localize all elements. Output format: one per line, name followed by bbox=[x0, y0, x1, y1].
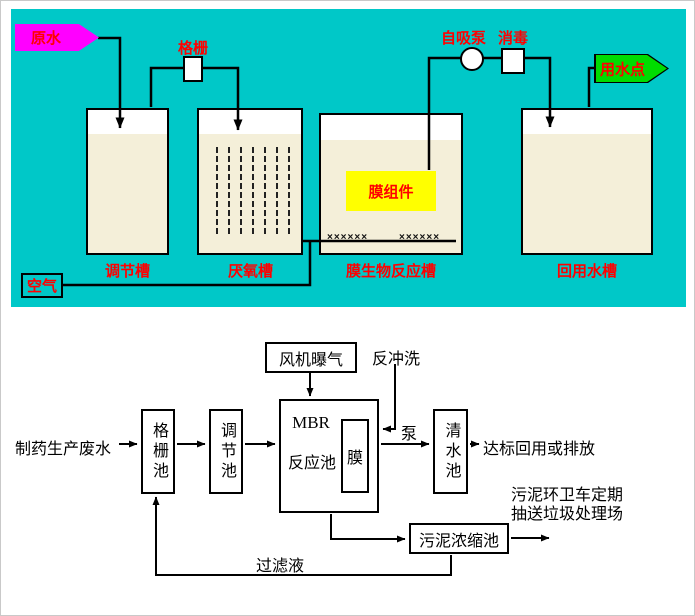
arrow-mbr-to-sludge-tank bbox=[330, 514, 406, 543]
aeration-blower-box: 风机曝气 bbox=[265, 342, 357, 373]
pump-icon bbox=[460, 47, 484, 71]
membrane-module-box: 膜组件 bbox=[346, 171, 436, 211]
clean-water-tank-label: 清水池 bbox=[442, 421, 460, 482]
membrane-unit-label: 膜 bbox=[346, 450, 363, 467]
pump-label: 泵 bbox=[401, 426, 418, 443]
water-use-point-label: 用水点 bbox=[600, 61, 646, 78]
raw-water-banner: 原水 bbox=[15, 24, 99, 51]
anaerobic-media-icon bbox=[211, 144, 290, 237]
tank-label-regulating: 调节槽 bbox=[105, 263, 151, 280]
air-supply-box: 空气 bbox=[21, 273, 63, 298]
mbr-title: MBR bbox=[292, 413, 330, 432]
backwash-label: 反冲洗 bbox=[372, 351, 421, 368]
mbr-reactor-box: MBR 反应池 膜 bbox=[279, 399, 379, 513]
effluent-label: 达标回用或排放 bbox=[483, 441, 596, 458]
diffuser-marks-icon: ×××××× bbox=[399, 232, 441, 243]
tank-label-mbr: 膜生物反应槽 bbox=[346, 263, 437, 280]
sludge-thickening-tank-box: 污泥浓缩池 bbox=[409, 523, 509, 554]
air-label: 空气 bbox=[26, 278, 57, 295]
diffuser-marks-icon: ×××××× bbox=[327, 232, 369, 243]
membrane-unit-box: 膜 bbox=[341, 419, 369, 493]
arrow-backwash-to-membrane bbox=[382, 364, 396, 433]
reuse-water-tank-vessel bbox=[521, 108, 653, 255]
screen-label: 格栅 bbox=[178, 40, 209, 57]
regulating-tank-box: 调节池 bbox=[209, 409, 243, 494]
regulating-tank-vessel bbox=[86, 108, 169, 255]
disinfection-icon bbox=[501, 48, 525, 74]
sludge-thickening-tank-label: 污泥浓缩池 bbox=[418, 532, 499, 550]
regulating-tank-label: 调节池 bbox=[218, 421, 235, 482]
tank-label-reuse: 回用水槽 bbox=[557, 263, 618, 280]
water-use-point-banner: 用水点 bbox=[594, 54, 669, 83]
raw-water-label: 原水 bbox=[31, 30, 62, 47]
mbr-subtitle: 反应池 bbox=[287, 455, 336, 472]
reuse-water-tank-liquid bbox=[523, 134, 651, 253]
aeration-blower-label: 风机曝气 bbox=[278, 351, 343, 369]
clean-water-tank-box: 清水池 bbox=[433, 409, 468, 494]
regulating-tank-liquid bbox=[88, 134, 167, 253]
filtrate-label: 过滤液 bbox=[256, 558, 305, 575]
screen-tank-box: 格栅池 bbox=[141, 409, 175, 494]
tank-label-anaerobic: 厌氧槽 bbox=[228, 263, 274, 280]
sludge-disposal-label-line1: 污泥环卫车定期 bbox=[511, 487, 624, 504]
screen-icon bbox=[183, 56, 203, 82]
disinfection-label: 消毒 bbox=[498, 30, 529, 47]
self-priming-pump-label: 自吸泵 bbox=[441, 30, 487, 47]
membrane-module-label: 膜组件 bbox=[368, 183, 414, 201]
sludge-disposal-label-line2: 抽送垃圾处理场 bbox=[511, 506, 624, 523]
screen-tank-label: 格栅池 bbox=[150, 421, 167, 482]
influent-label: 制药生产废水 bbox=[15, 441, 112, 458]
